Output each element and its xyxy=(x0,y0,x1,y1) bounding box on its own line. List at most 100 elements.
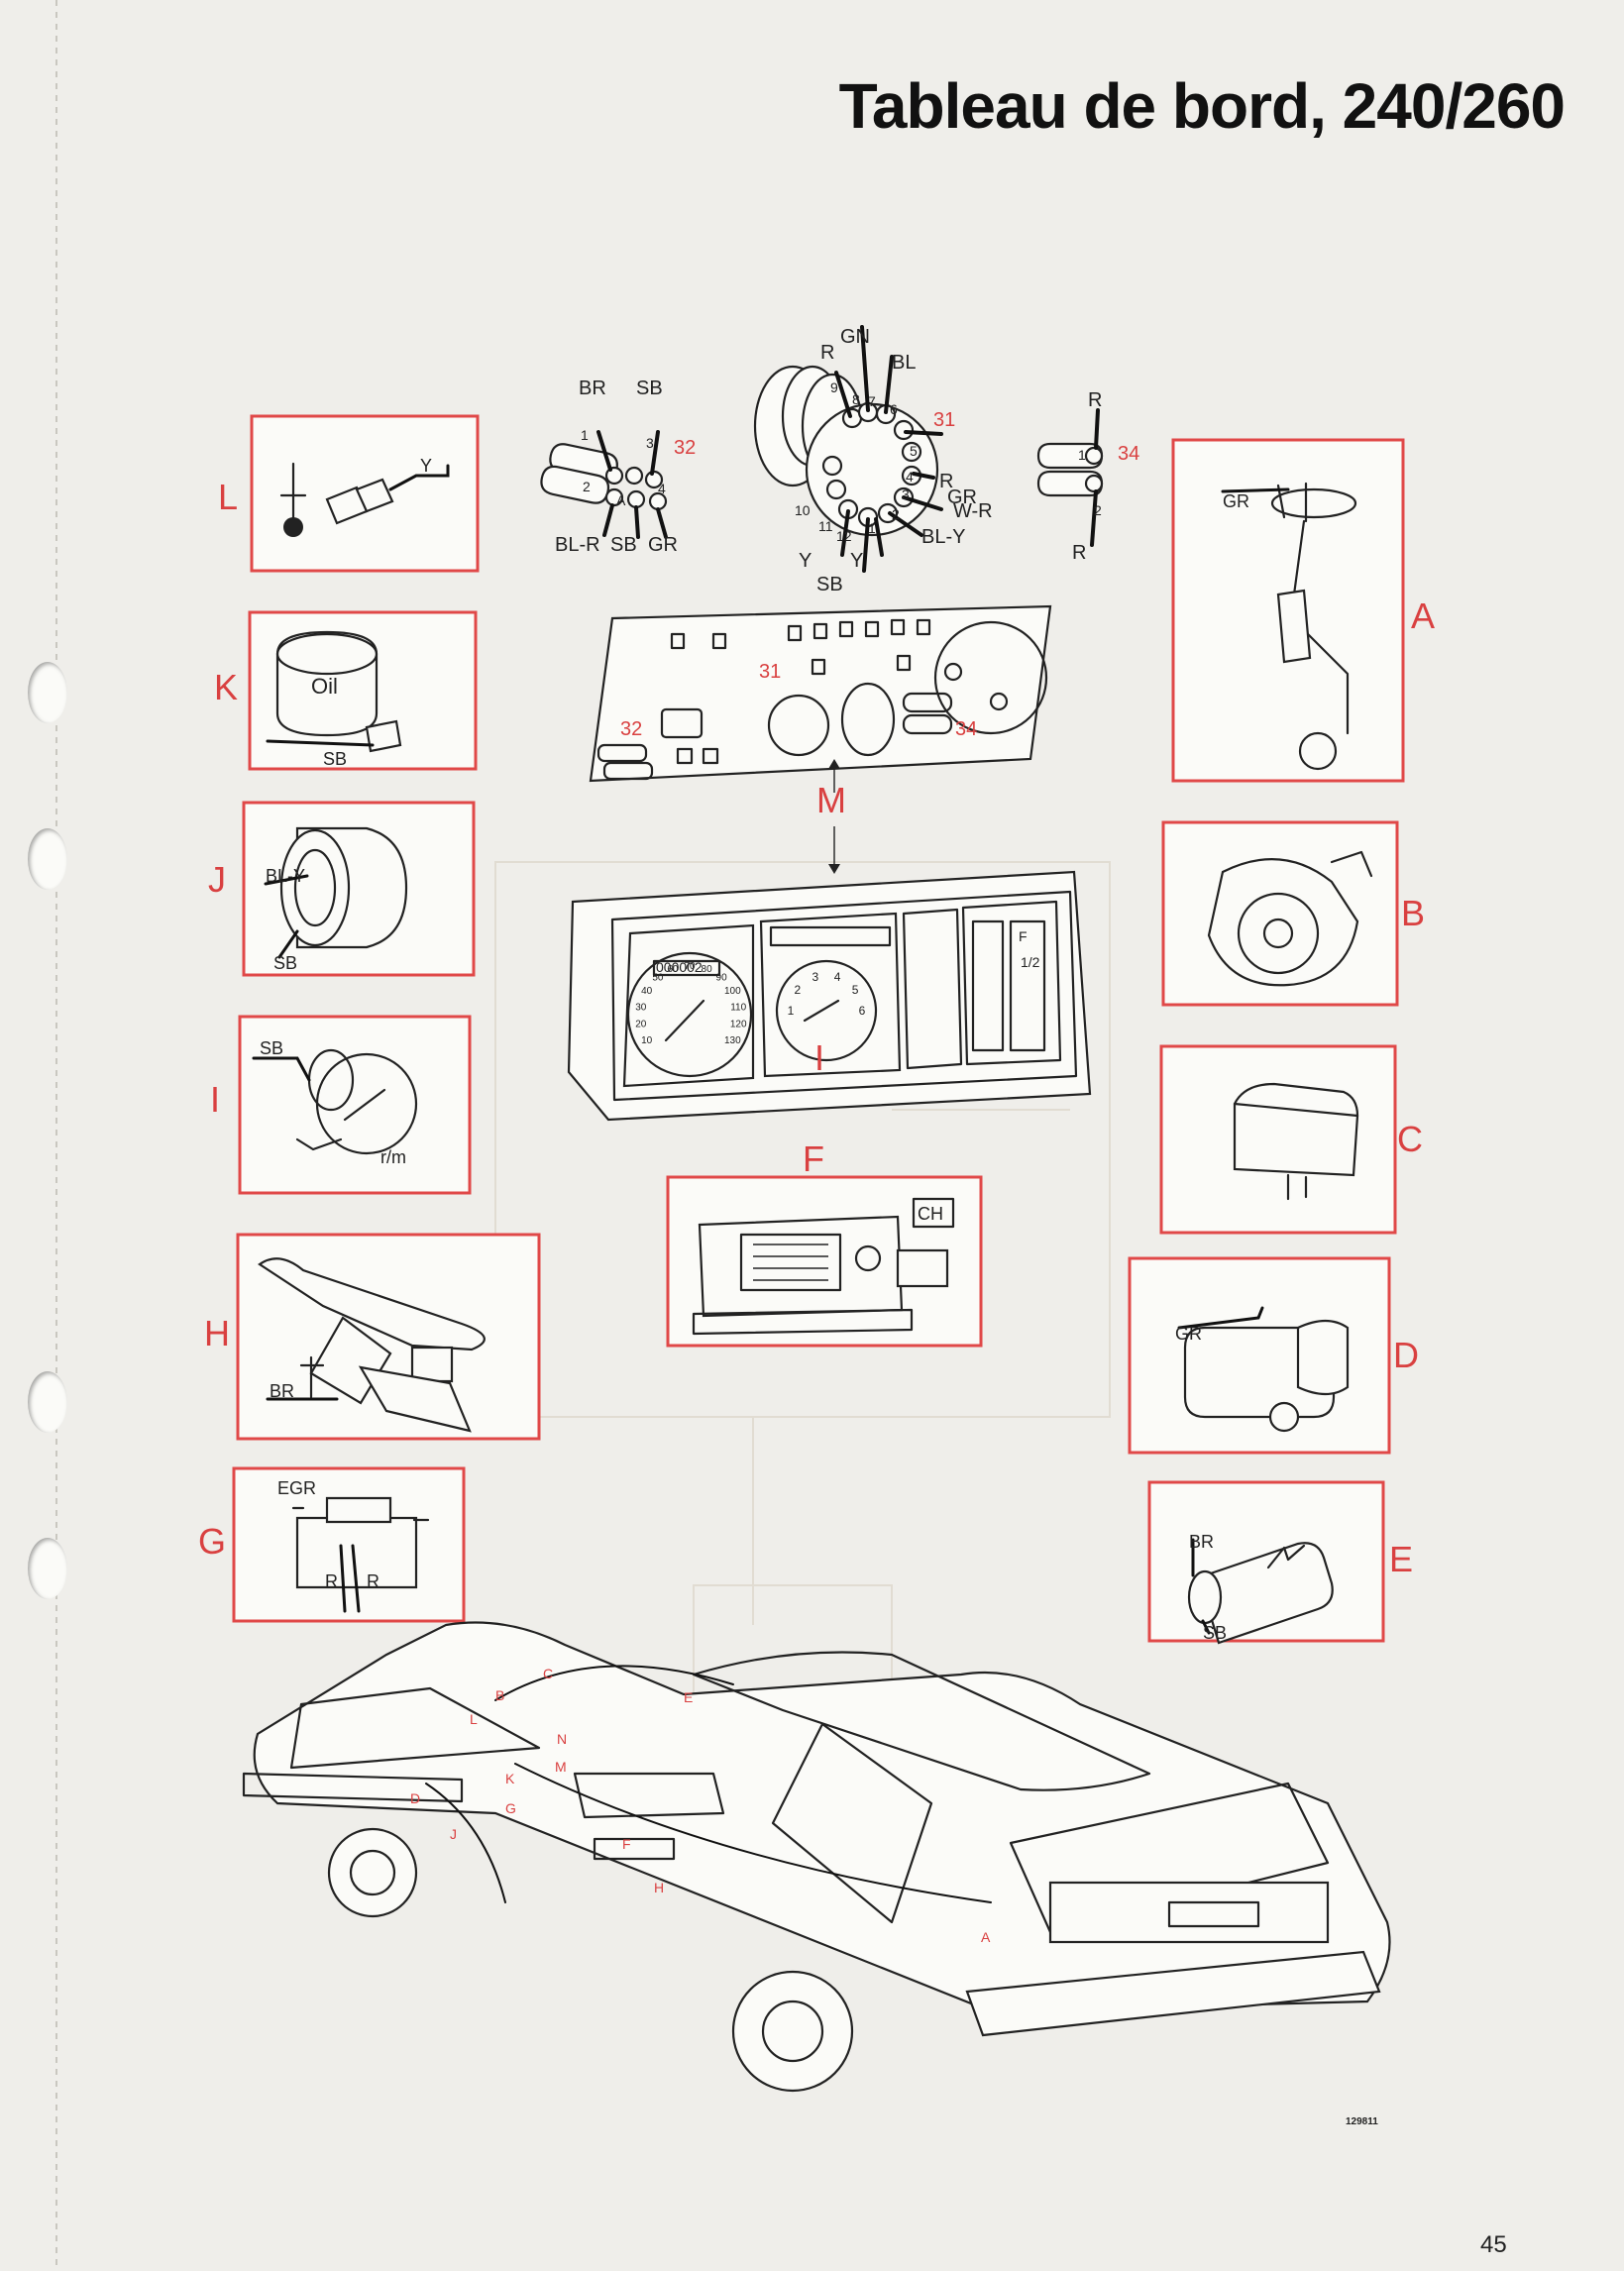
car-label-A: A xyxy=(981,1929,991,1945)
c31-bottom-wire-Y-left: Y xyxy=(799,550,812,572)
odometer-readout: 000002 xyxy=(656,959,703,975)
K-wire-label: SB xyxy=(323,749,347,769)
speed-tick-20: 20 xyxy=(635,1020,647,1030)
component-I-tachometer: SB r/m I xyxy=(210,1015,472,1195)
H-wire-label: BR xyxy=(270,1381,294,1401)
binder-hole-3 xyxy=(28,1371,67,1433)
callout-A: A xyxy=(1411,595,1435,636)
connector-34: R R 1 2 34 xyxy=(1036,389,1139,564)
fuel-mark-half: 1/2 xyxy=(1021,954,1040,970)
binder-hole-2 xyxy=(28,828,67,890)
c32-pin-A: A xyxy=(616,492,626,508)
fuel-mark-F: F xyxy=(1019,928,1028,944)
connector-32: BR SB 1 2 A 3 4 BL-R SB GR 32 xyxy=(540,378,696,556)
tach-tick-5: 5 xyxy=(852,983,859,997)
c31-pin-3: 3 xyxy=(902,487,910,502)
E-wire-bottom-label: SB xyxy=(1203,1623,1227,1643)
speed-tick-130: 130 xyxy=(724,1035,741,1046)
c31-right-wire-GR: GR xyxy=(947,487,977,508)
binding-edge xyxy=(55,0,57,2271)
connector-31-number: 31 xyxy=(933,409,955,431)
speed-tick-120: 120 xyxy=(730,1020,747,1030)
c32-top-right-wire: SB xyxy=(636,378,663,399)
c31-right-wire-BL-Y: BL-Y xyxy=(921,526,965,548)
car-label-E: E xyxy=(684,1689,693,1705)
c31-pin-2: 2 xyxy=(892,506,900,522)
J-wire-top-label: BL-Y xyxy=(266,866,305,886)
c31-pin-10: 10 xyxy=(795,502,811,518)
pcb-connector-31-number: 31 xyxy=(759,661,781,683)
c31-right-wire-R: R xyxy=(939,471,953,492)
c34-pin-2: 2 xyxy=(1094,502,1102,518)
car-illustration xyxy=(242,1621,1391,2093)
speed-tick-100: 100 xyxy=(724,986,741,997)
c31-pin-1: 1 xyxy=(868,520,876,536)
c31-pin-9: 9 xyxy=(830,379,838,395)
L-wire-label: Y xyxy=(420,456,432,476)
c31-bottom-wire-SB: SB xyxy=(816,574,843,595)
car-label-H: H xyxy=(654,1880,664,1895)
component-K-oil-pressure-sender: Oil SB K xyxy=(214,610,478,771)
G-wire-2-label: R xyxy=(367,1571,379,1591)
speed-tick-60: 60 xyxy=(667,964,679,975)
tach-tick-4: 4 xyxy=(834,970,841,984)
c32-pin-4: 4 xyxy=(658,481,666,496)
I-unit-label: r/m xyxy=(380,1147,406,1167)
callout-B: B xyxy=(1401,893,1425,933)
G-egr-label: EGR xyxy=(277,1478,316,1498)
printed-circuit-board: 31 32 34 M xyxy=(589,604,1052,874)
callout-H: H xyxy=(204,1313,230,1353)
E-wire-top-label: BR xyxy=(1189,1532,1214,1552)
D-wire-label: GR xyxy=(1175,1324,1202,1344)
callout-D: D xyxy=(1393,1335,1419,1375)
tach-tick-6: 6 xyxy=(859,1004,866,1018)
c31-top-wire-R: R xyxy=(820,342,834,364)
figure-reference-number: 129811 xyxy=(1346,2116,1378,2127)
speed-tick-30: 30 xyxy=(635,1002,647,1013)
c31-pin-11: 11 xyxy=(818,518,833,534)
tach-tick-3: 3 xyxy=(812,970,819,984)
c31-pin-8: 8 xyxy=(852,391,860,407)
pcb-connector-34-number: 34 xyxy=(955,718,977,740)
G-wire-1-label: R xyxy=(325,1571,338,1591)
callout-I: I xyxy=(210,1079,220,1120)
tach-tick-1: 1 xyxy=(788,1004,795,1018)
connector-34-number: 34 xyxy=(1118,443,1139,465)
callout-CH: CH xyxy=(918,1204,943,1224)
pcb-connector-32-number: 32 xyxy=(620,718,642,740)
car-label-F: F xyxy=(622,1836,631,1852)
speed-tick-10: 10 xyxy=(641,1035,653,1046)
cluster-callout-I: I xyxy=(814,1037,824,1078)
c32-top-left-wire: BR xyxy=(579,378,606,399)
page-number: 45 xyxy=(1480,2231,1507,2258)
component-F-heater-control: CH F xyxy=(666,1138,983,1348)
c31-pin-6: 6 xyxy=(890,401,898,417)
component-A-fuel-gauge-sender: GR A xyxy=(1171,438,1435,783)
c31-pin-7: 7 xyxy=(868,393,876,409)
callout-L: L xyxy=(218,477,238,517)
car-label-B: B xyxy=(495,1687,504,1703)
c31-pin-5: 5 xyxy=(910,443,918,459)
callout-J: J xyxy=(208,859,226,900)
c31-top-wire-GN: GN xyxy=(840,326,870,348)
c34-pin-1: 1 xyxy=(1078,447,1086,463)
car-label-D: D xyxy=(410,1790,420,1806)
c32-pin-3: 3 xyxy=(646,435,654,451)
callout-K: K xyxy=(214,667,238,707)
speed-tick-80: 80 xyxy=(702,964,713,975)
component-C-relay: C xyxy=(1159,1044,1423,1235)
c32-pin-1: 1 xyxy=(581,427,589,443)
A-wire-label: GR xyxy=(1223,491,1249,511)
c32-bottom-wire-3: GR xyxy=(648,534,678,556)
component-B-alternator: B xyxy=(1161,820,1425,1007)
c32-bottom-wire-2: SB xyxy=(610,534,637,556)
callout-M: M xyxy=(816,780,846,820)
tach-tick-2: 2 xyxy=(795,983,802,997)
callout-E: E xyxy=(1389,1539,1413,1579)
component-J-fuel-pump-relay: BL-Y SB J xyxy=(208,801,476,977)
